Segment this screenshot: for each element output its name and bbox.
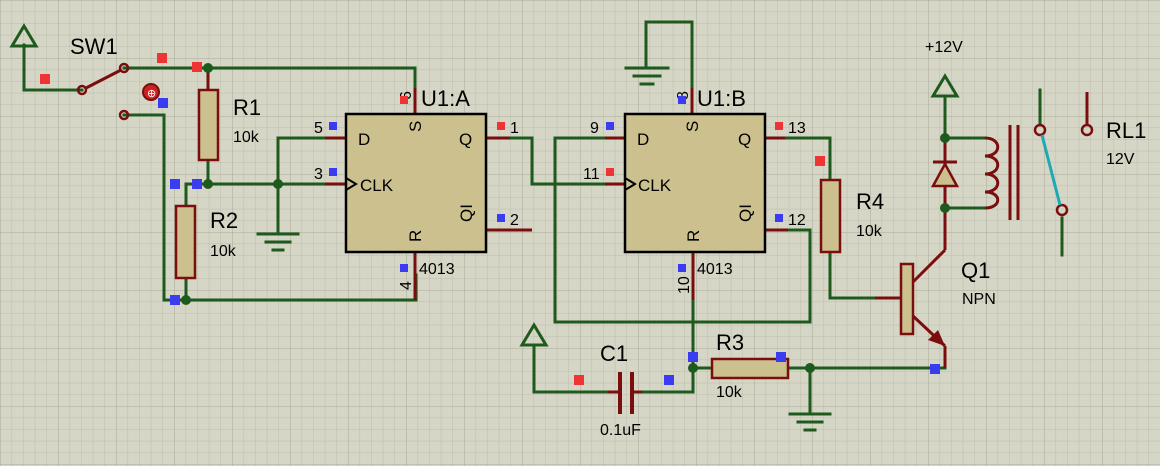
u1a-pinnum-clk: 3 xyxy=(314,166,323,183)
supply-label: +12V xyxy=(925,39,963,56)
u1a-pin-qi: QI xyxy=(457,204,476,222)
r3-ref: R3 xyxy=(716,330,744,355)
u1a-pinnum-s: 6 xyxy=(398,91,415,100)
u1b-pinnum-q: 13 xyxy=(788,120,806,137)
u1b-pin-r: R xyxy=(684,230,703,242)
ground-r3 xyxy=(788,412,832,432)
u1a-pin-q: Q xyxy=(459,130,472,149)
u1b-pinnum-r: 10 xyxy=(676,276,693,294)
pin-markers xyxy=(40,53,940,385)
u1a-pinnum-d: 5 xyxy=(314,120,323,137)
power-arrow-sw1 xyxy=(9,23,39,48)
u1b-pin-q: Q xyxy=(738,130,751,149)
u1b-pinnum-clk: 11 xyxy=(583,166,600,183)
u1b-pin-clk: CLK xyxy=(638,176,672,195)
u1b-part: 4013 xyxy=(697,261,733,278)
transistor-q1[interactable] xyxy=(875,208,947,368)
junction-dots xyxy=(181,63,950,373)
rl1-ref: RL1 xyxy=(1106,118,1146,143)
q1-type: NPN xyxy=(962,291,996,308)
resistor-r3[interactable] xyxy=(710,357,790,380)
wires xyxy=(22,20,1064,414)
u1b-pinnum-qi: 12 xyxy=(788,212,806,229)
flipflop-u1a[interactable] xyxy=(325,88,532,300)
power-arrow-c1 xyxy=(519,322,549,347)
capacitor-c1[interactable] xyxy=(608,372,642,414)
resistor-r4[interactable] xyxy=(819,178,842,254)
u1a-pinnum-q: 1 xyxy=(510,120,519,137)
u1a-part: 4013 xyxy=(419,261,455,278)
u1a-pin-s: S xyxy=(406,121,425,132)
u1b-pin-d: D xyxy=(637,130,649,149)
diode-flyback xyxy=(930,138,960,208)
resistor-r1[interactable] xyxy=(197,88,220,162)
u1b-pin-s: S xyxy=(683,121,702,132)
u1a-ref: U1:A xyxy=(421,86,470,111)
resistor-r2[interactable] xyxy=(174,204,197,280)
r2-ref: R2 xyxy=(210,208,238,233)
u1a-pin-clk: CLK xyxy=(360,176,394,195)
power-arrow-12v xyxy=(930,73,960,98)
u1a-pin-r: R xyxy=(406,230,425,242)
flipflop-u1b[interactable] xyxy=(605,88,788,300)
switch-sw1[interactable]: ⊕ xyxy=(76,62,160,121)
u1a-pinnum-qi: 2 xyxy=(510,212,519,229)
c1-value: 0.1uF xyxy=(600,422,641,439)
r1-value: 10k xyxy=(233,129,260,146)
ground-u1b-top xyxy=(624,66,670,86)
ground-u1a xyxy=(256,232,300,252)
u1a-pinnum-r: 4 xyxy=(398,281,415,290)
r4-value: 10k xyxy=(856,223,883,240)
u1b-ref: U1:B xyxy=(697,86,746,111)
sw1-ref: SW1 xyxy=(70,34,118,59)
relay-rl1[interactable] xyxy=(984,92,1094,220)
r2-value: 10k xyxy=(210,243,237,260)
r3-value: 10k xyxy=(716,384,743,401)
u1b-pinnum-s: 8 xyxy=(675,91,692,100)
svg-text:⊕: ⊕ xyxy=(147,88,156,100)
u1b-pinnum-d: 9 xyxy=(590,120,599,137)
q1-ref: Q1 xyxy=(961,258,990,283)
c1-ref: C1 xyxy=(600,341,628,366)
r4-ref: R4 xyxy=(856,189,884,214)
rl1-rating: 12V xyxy=(1106,151,1135,168)
switch-actuator-icon[interactable] xyxy=(142,83,160,101)
r1-ref: R1 xyxy=(233,95,261,120)
u1a-pin-d: D xyxy=(358,130,370,149)
u1b-pin-qi: QI xyxy=(736,204,755,222)
